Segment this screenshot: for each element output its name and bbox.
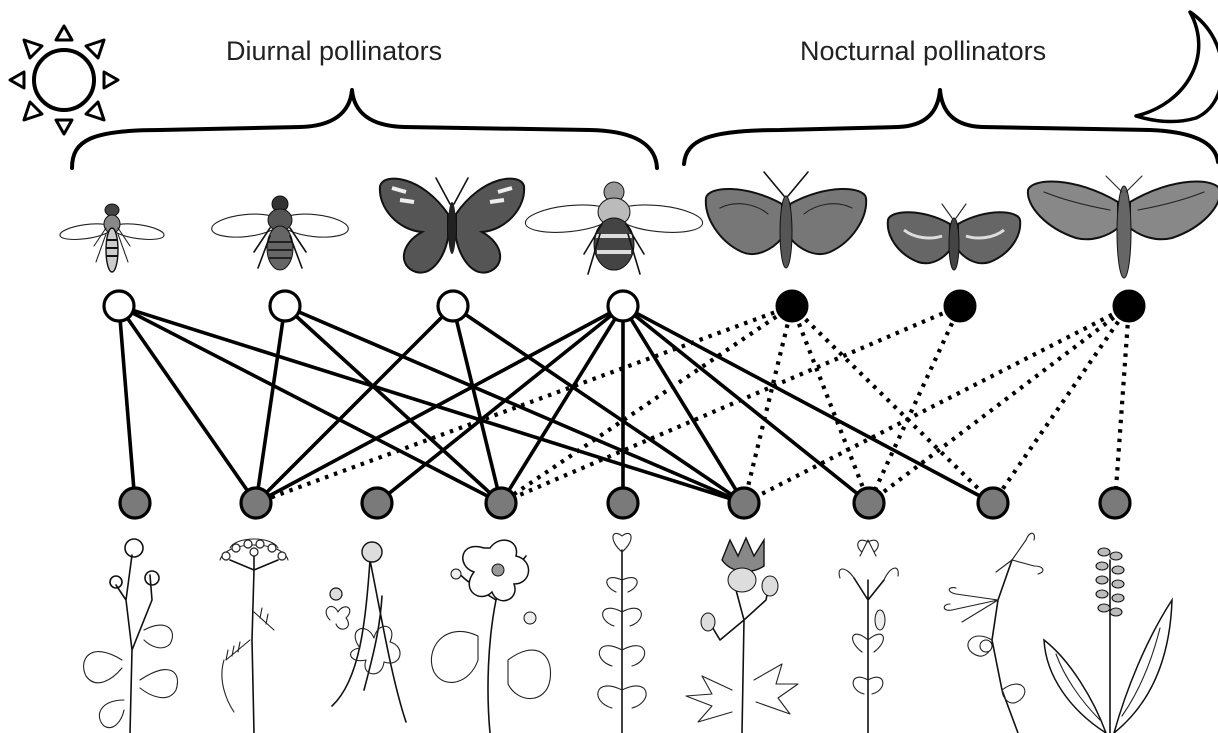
crescent-moon-icon [1136, 12, 1218, 122]
plant-node [978, 488, 1008, 518]
honeysuckle-plant-icon [944, 533, 1043, 733]
nocturnal-link [869, 306, 960, 503]
plant-node [854, 488, 884, 518]
plant-node [486, 488, 516, 518]
plant-node [362, 488, 392, 518]
hawkmoth-icon [1028, 176, 1218, 278]
orchid-plant-icon [1044, 548, 1172, 733]
nocturnal-link [993, 306, 1129, 503]
diurnal-link [377, 306, 623, 503]
campion-plant-icon [839, 540, 898, 733]
diurnal-link [119, 306, 135, 503]
nocturnal-link [1115, 306, 1129, 503]
nocturnal-brace [684, 90, 1218, 164]
nocturnal-pollinators-label: Nocturnal pollinators [800, 36, 1046, 66]
nocturnal-link [256, 306, 792, 503]
diurnal-link [501, 306, 623, 503]
diurnal-link [256, 306, 285, 503]
diurnal-brace [72, 90, 657, 168]
nocturnal-pollinator-node [945, 291, 975, 321]
diurnal-pollinators-label: Diurnal pollinators [226, 36, 442, 66]
diurnal-pollinator-node [438, 291, 468, 321]
bumblebee-icon [524, 182, 704, 274]
nocturnal-pollinator-node [777, 291, 807, 321]
plant-node [241, 488, 271, 518]
nocturnal-link [869, 306, 1129, 503]
mint-plant-icon [598, 533, 646, 733]
interaction-links [119, 306, 1129, 503]
plant-nodes [120, 488, 1130, 518]
nocturnal-pollinator-node [1114, 291, 1144, 321]
diurnal-link [119, 306, 256, 503]
buttercup-plant-icon [84, 539, 178, 733]
plant-node [608, 488, 638, 518]
plant-node [729, 488, 759, 518]
diurnal-pollinator-node [270, 291, 300, 321]
yarrow-plant-icon [220, 539, 288, 733]
plant-node [120, 488, 150, 518]
hoverfly-icon [59, 204, 165, 272]
pollinator-nodes [104, 291, 1144, 321]
sun-icon [10, 26, 118, 134]
butterfly-icon [380, 178, 524, 273]
moth-icon [706, 172, 866, 268]
diurnal-link [623, 306, 744, 503]
bramble-plant-icon [431, 540, 550, 733]
thistle-plant-icon [686, 538, 798, 733]
bee-icon [211, 196, 350, 270]
clover-plant-icon [326, 542, 406, 722]
diurnal-pollinator-node [104, 291, 134, 321]
diurnal-link [119, 306, 744, 503]
plant-node [1100, 488, 1130, 518]
diurnal-link [453, 306, 744, 503]
diurnal-link [285, 306, 501, 503]
nocturnal-link [792, 306, 993, 503]
moth-icon [888, 204, 1020, 270]
diurnal-pollinator-node [608, 291, 638, 321]
